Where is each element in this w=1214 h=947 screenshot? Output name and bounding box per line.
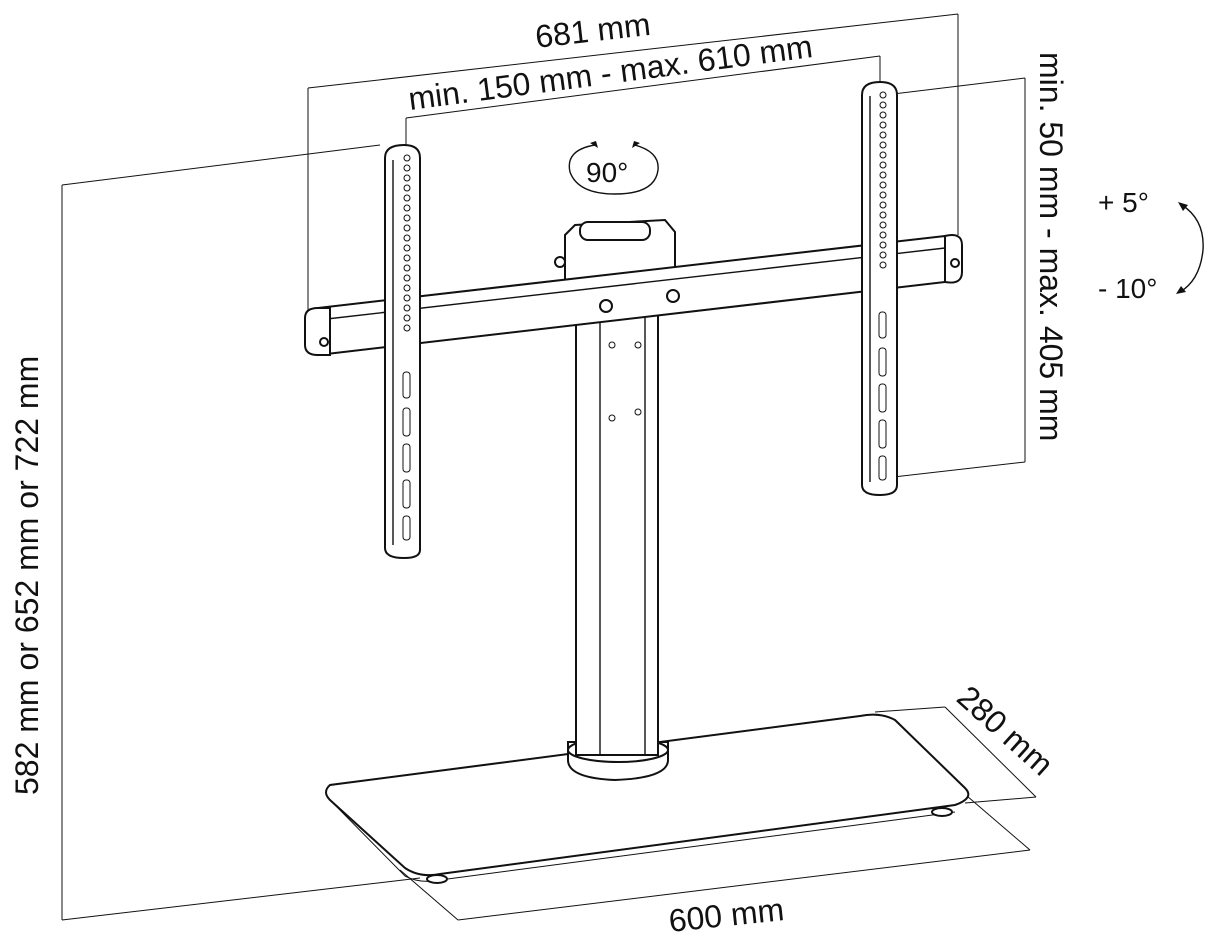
- base-plate: [325, 713, 970, 884]
- base-width-label: 600 mm: [667, 891, 786, 939]
- crossbar: [304, 234, 963, 357]
- column: [567, 299, 669, 782]
- head-bracket: [554, 218, 676, 282]
- swivel-indicator: [568, 141, 659, 195]
- tilt-up-label: + 5°: [1098, 187, 1149, 218]
- left-vesa-arm: [384, 143, 421, 560]
- overall-width-label: 681 mm: [533, 6, 652, 55]
- tilt-indicator: [1176, 202, 1204, 294]
- vesa-vertical-label: min. 50 mm - max. 405 mm: [1033, 52, 1069, 441]
- height-label: 582 mm or 652 mm or 722 mm: [9, 356, 45, 795]
- dimension-lines: [61, 13, 1037, 921]
- tilt-down-label: - 10°: [1098, 273, 1157, 304]
- swivel-label: 90°: [586, 157, 628, 188]
- right-vesa-arm: [861, 80, 898, 497]
